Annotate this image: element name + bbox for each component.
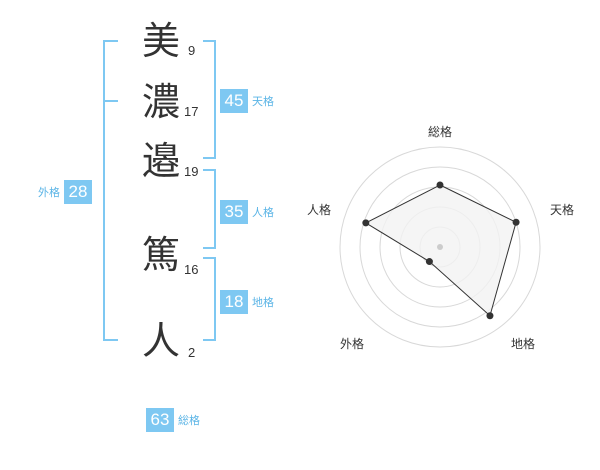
jinkaku-value: 35	[220, 200, 248, 224]
radar-axis-label-tenkaku: 天格	[550, 203, 575, 217]
name-char-2: 濃	[142, 80, 181, 124]
stroke-count-2: 17	[184, 104, 199, 119]
tenkaku-value: 45	[220, 89, 248, 113]
radar-point-jinkaku	[362, 219, 370, 227]
radar-axis-label-chikaku: 地格	[511, 337, 536, 351]
radar-ring	[339, 146, 541, 348]
radar-point-gaikaku	[425, 258, 433, 266]
radar-axis-label-soukaku: 総格	[428, 125, 453, 139]
radar-axis-label-jinkaku: 人格	[307, 203, 332, 217]
chikaku-badge: 18 地格	[220, 290, 274, 314]
name-char-1: 美	[142, 19, 181, 63]
radar-axis-label-gaikaku: 外格	[340, 337, 365, 351]
name-char-5: 人	[142, 319, 181, 363]
radar-center-dot	[437, 244, 443, 250]
chikaku-label: 地格	[252, 296, 274, 309]
radar-point-chikaku	[486, 312, 494, 320]
tenkaku-badge: 45 天格	[220, 89, 274, 113]
tenkaku-bracket	[203, 40, 216, 159]
chikaku-bracket	[203, 257, 216, 341]
gaikaku-bracket	[103, 40, 118, 341]
stroke-count-1: 9	[188, 43, 196, 58]
tenkaku-label: 天格	[252, 95, 274, 108]
gaikaku-badge: 28 外格	[38, 180, 92, 204]
soukaku-badge: 63 総格	[146, 408, 200, 432]
soukaku-label: 総格	[178, 414, 200, 427]
radar-point-tenkaku	[512, 218, 520, 226]
name-char-4: 篤	[142, 233, 181, 277]
jinkaku-badge: 35 人格	[220, 200, 274, 224]
stroke-count-5: 2	[188, 345, 196, 360]
gaikaku-value: 28	[64, 180, 92, 204]
chikaku-value: 18	[220, 290, 248, 314]
gaikaku-label: 外格	[38, 186, 60, 199]
jinkaku-label: 人格	[252, 206, 274, 219]
radar-point-soukaku	[436, 181, 444, 189]
stroke-count-3: 19	[184, 164, 199, 179]
soukaku-value: 63	[146, 408, 174, 432]
stroke-count-4: 16	[184, 262, 199, 277]
radar-series-polygon	[364, 184, 517, 317]
name-char-3: 邉	[142, 139, 181, 183]
radar-ring	[359, 166, 521, 328]
jinkaku-bracket	[203, 169, 216, 249]
